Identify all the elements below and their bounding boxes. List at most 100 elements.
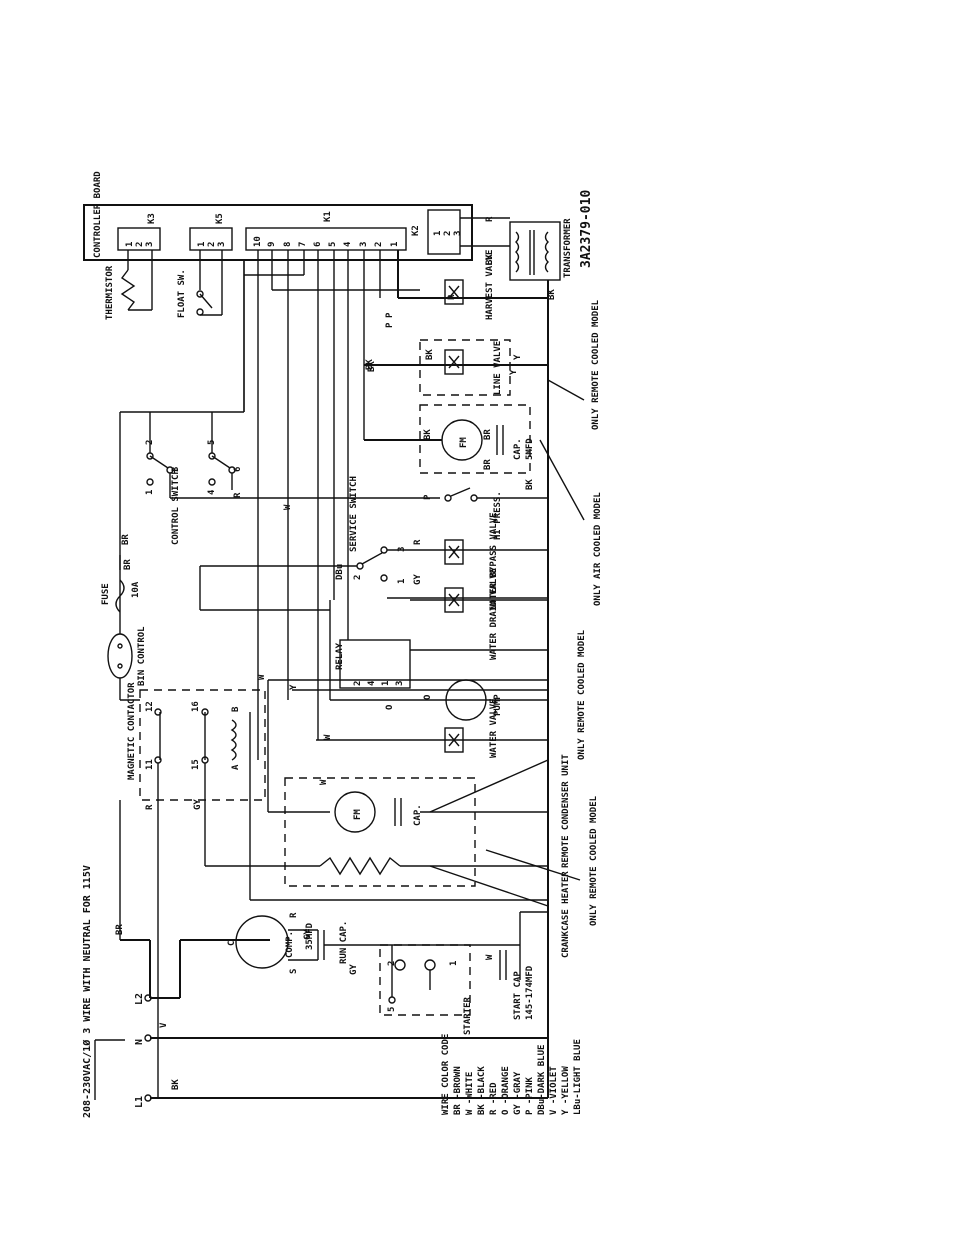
diagram-label: BR: [483, 459, 493, 470]
diagram-label: 1: [197, 242, 207, 247]
diagram-label: R: [447, 294, 457, 300]
relay-label: RELAY: [335, 642, 345, 670]
harvest-valve-label: HARVEST VALVE: [485, 250, 495, 320]
diagram-label: BR: [123, 559, 133, 570]
diagram-label: 1: [449, 961, 459, 966]
diagram-label: P: [423, 494, 433, 500]
diagram-label: B: [231, 706, 241, 712]
diagram-label: O: [385, 704, 395, 710]
service-switch-label: SERVICE SWITCH: [349, 476, 359, 552]
diagram-label: W: [485, 954, 495, 960]
water-drain-valve: WATER DRAIN VALVE: [410, 568, 548, 660]
wire-color-legend: WIRE COLOR CODE BR -BROWN W -WHITE BK -B…: [441, 1034, 583, 1115]
fan-motor-label: FM: [459, 437, 469, 448]
diagram-label: GY: [349, 964, 359, 975]
legend-entry: R -RED: [489, 1082, 499, 1115]
diagram-label: 2: [353, 681, 363, 686]
diagram-label: P: [385, 312, 395, 318]
diagram-label: R: [233, 492, 243, 498]
service-switch: 2 3 1 SERVICE SWITCH: [200, 476, 548, 599]
remote-condenser-unit: FM CAP.: [205, 777, 548, 887]
water-valve: WATER VALVE: [316, 698, 548, 758]
diagram-label: 6: [313, 242, 323, 247]
controller-wiring: [119, 250, 548, 1098]
diagram-label: R: [145, 804, 155, 810]
bin-control-label: BIN CONTROL: [137, 626, 147, 686]
diagram-label: 8: [283, 242, 293, 247]
k2-label: K2: [411, 225, 421, 236]
diagram-label: R: [413, 539, 423, 545]
diagram-label: BK: [365, 359, 375, 370]
diagram-label: 4: [367, 680, 377, 686]
water-bypass-valve-label: WATER BYPASS VALVE: [489, 512, 499, 610]
diagram-label: 1: [125, 242, 135, 247]
legend-entry: DBu-DARK BLUE: [537, 1045, 547, 1115]
starter-label: STARTER: [463, 996, 473, 1035]
k5-label: K5: [215, 213, 225, 224]
diagram-label: Y: [513, 354, 523, 360]
diagram-label: W: [257, 674, 267, 680]
diagram-label: BK: [425, 349, 435, 360]
diagram-label: BK: [423, 429, 433, 440]
legend-entry: W -WHITE: [465, 1072, 475, 1115]
diagram-label: 5: [328, 242, 338, 247]
diagram-label: 3: [145, 242, 155, 247]
fuse: FUSE 10A BIN CONTROL: [101, 555, 147, 700]
run-cap-value: 35MFD: [305, 922, 315, 950]
water-valve-label: WATER VALVE: [489, 698, 499, 758]
diagram-label: 3: [171, 467, 181, 472]
diagram-label: 3: [359, 242, 369, 247]
terminal-n: N: [134, 1039, 145, 1045]
callout-only-remote-1: ONLY REMOTE COOLED MODEL: [591, 299, 601, 430]
compressor-label: COMP.: [285, 931, 295, 958]
fuse-rating: 10A: [131, 581, 141, 598]
diagram-label: 4: [343, 241, 353, 247]
diagram-label: BR: [115, 924, 125, 935]
diagram-label: V: [159, 1022, 169, 1028]
diagram-label: 3: [395, 681, 405, 686]
diagram-label: 9: [267, 242, 277, 247]
diagram-label: W: [319, 779, 329, 785]
line-valve-label: LINE VALVE: [493, 341, 503, 395]
controller-board: CONTROLLER BOARD K3 1 2 3 K5 1 2 3 K1 10…: [83, 171, 473, 261]
control-switch: 2 1 3 5 4 6 CONTROL SWITCH: [119, 260, 440, 555]
diagram-label: 3: [217, 242, 227, 247]
float-sw-label: FLOAT SW.: [177, 269, 187, 318]
callout-only-remote-3: ONLY REMOTE COOLED MODEL: [577, 629, 587, 760]
thermistor-label: THERMISTOR: [105, 265, 115, 320]
legend-entry: BR -BROWN: [453, 1066, 463, 1115]
transformer-label: TRANSFORMER: [563, 218, 573, 278]
diagram-label: 7: [298, 242, 308, 247]
k1-label: K1: [323, 211, 333, 222]
diagram-label: 11: [145, 759, 155, 770]
callout-only-remote-2: ONLY REMOTE COOLED MODEL: [589, 795, 599, 926]
fuse-label: FUSE: [101, 583, 111, 605]
diagram-label: 2: [374, 242, 384, 247]
legend-entry: V -VIOLET: [549, 1066, 559, 1115]
diagram-label: P: [385, 322, 395, 328]
relay: RELAY 2 4 1 3: [329, 600, 548, 701]
diagram-label: 12: [145, 701, 155, 712]
diagram-label: 2: [443, 231, 453, 236]
diagram-label: 2: [135, 242, 145, 247]
diagram-label: BR: [121, 534, 131, 545]
pump-label: PUMP: [493, 694, 503, 716]
diagram-label: 10: [253, 236, 263, 247]
drawing-number: 3A2379-010: [579, 190, 594, 268]
diagram-label: Y: [509, 369, 519, 375]
diagram-label: R: [485, 216, 495, 222]
thermistor: THERMISTOR: [105, 250, 153, 320]
diagram-label: 1: [390, 242, 400, 247]
legend-entry: BK -BLACK: [477, 1066, 487, 1115]
diagram-label: 2: [207, 242, 217, 247]
diagram-label: Y: [289, 684, 299, 690]
diagram-label: GY: [303, 929, 313, 940]
legend-entry: GY -GRAY: [513, 1071, 523, 1115]
diagram-label: GY: [413, 574, 423, 585]
cap-label: CAP.: [513, 438, 523, 460]
legend-entry: O -ORANGE: [501, 1066, 511, 1115]
start-cap-label: START CAP: [513, 971, 523, 1020]
diagram-label: 5: [387, 1007, 397, 1012]
water-drain-valve-label: WATER DRAIN VALVE: [489, 568, 499, 660]
